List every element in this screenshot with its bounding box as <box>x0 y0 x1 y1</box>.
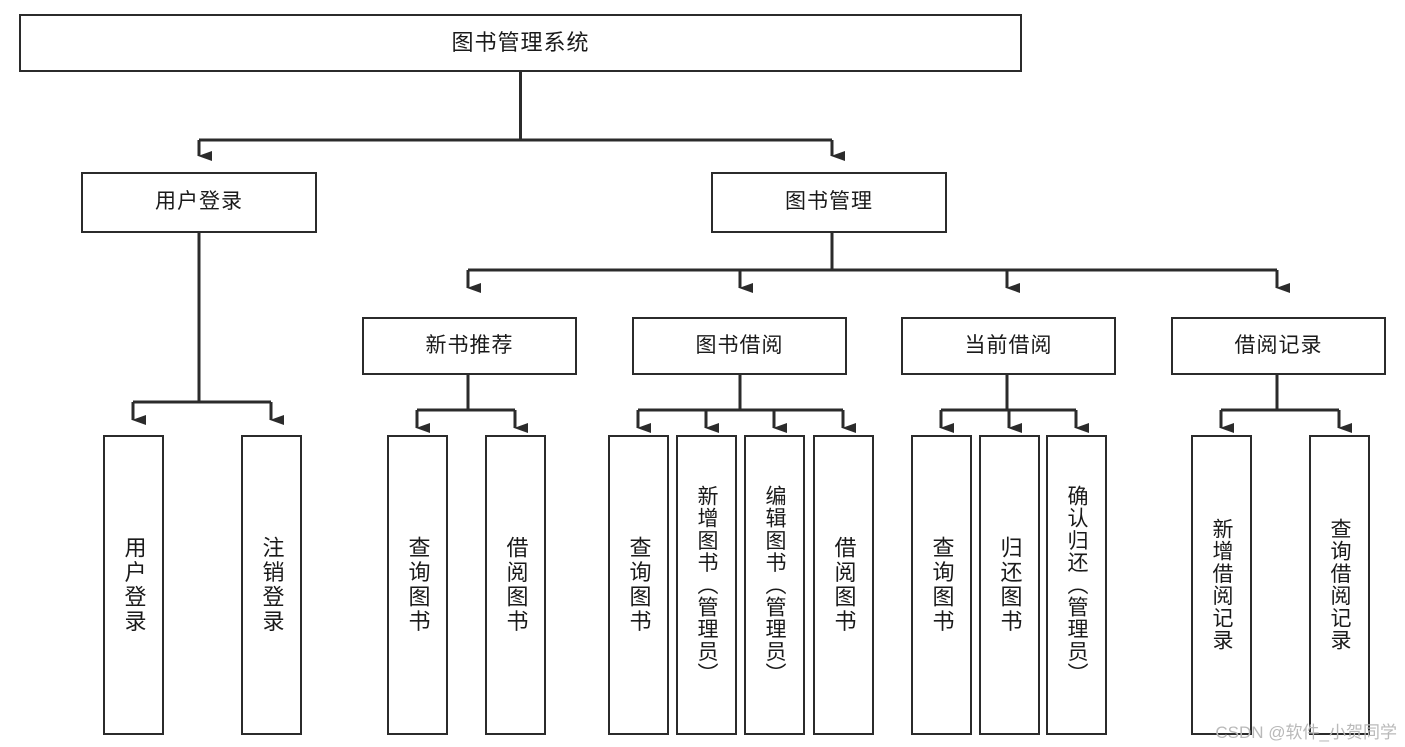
leaf-recommend-query-book-label: 查询图书 <box>405 536 431 634</box>
leaf-user-login-logout-label: 注销登录 <box>259 536 285 634</box>
node-book-borrow[interactable]: 图书借阅 <box>632 317 847 375</box>
node-user-login-label: 用户登录 <box>155 190 243 214</box>
leaf-recommend-borrow-book[interactable]: 借阅图书 <box>485 435 546 735</box>
node-book-management-label: 图书管理 <box>785 190 873 214</box>
leaf-borrow-add-book[interactable]: 新增图书（管理员） <box>676 435 737 735</box>
leaf-borrow-edit-book-label: 编辑图书（管理员） <box>763 485 786 685</box>
leaf-record-query-record-label: 查询借阅记录 <box>1328 518 1351 652</box>
leaf-borrow-query-book[interactable]: 查询图书 <box>608 435 669 735</box>
leaf-current-query-book-label: 查询图书 <box>929 536 955 634</box>
leaf-current-confirm-return[interactable]: 确认归还（管理员） <box>1046 435 1107 735</box>
leaf-current-confirm-return-label: 确认归还（管理员） <box>1065 485 1088 685</box>
node-borrow-record-label: 借阅记录 <box>1234 333 1323 357</box>
node-user-login[interactable]: 用户登录 <box>81 172 317 233</box>
leaf-borrow-query-book-label: 查询图书 <box>626 536 652 634</box>
leaf-borrow-add-book-label: 新增图书（管理员） <box>695 485 718 685</box>
leaf-current-return-book[interactable]: 归还图书 <box>979 435 1040 735</box>
node-book-management[interactable]: 图书管理 <box>711 172 947 233</box>
node-current-borrow-label: 当前借阅 <box>964 333 1053 357</box>
node-new-book-recommend[interactable]: 新书推荐 <box>362 317 577 375</box>
leaf-borrow-borrow-book-label: 借阅图书 <box>831 536 857 634</box>
leaf-record-add-record[interactable]: 新增借阅记录 <box>1191 435 1252 735</box>
leaf-borrow-edit-book[interactable]: 编辑图书（管理员） <box>744 435 805 735</box>
node-borrow-record[interactable]: 借阅记录 <box>1171 317 1386 375</box>
leaf-current-query-book[interactable]: 查询图书 <box>911 435 972 735</box>
node-root-label: 图书管理系统 <box>451 30 590 56</box>
leaf-current-return-book-label: 归还图书 <box>997 536 1023 634</box>
node-book-borrow-label: 图书借阅 <box>695 333 784 357</box>
csdn-watermark: CSDN @软件_小贺同学 <box>1215 723 1397 742</box>
leaf-user-login-login[interactable]: 用户登录 <box>103 435 164 735</box>
leaf-borrow-borrow-book[interactable]: 借阅图书 <box>813 435 874 735</box>
leaf-recommend-query-book[interactable]: 查询图书 <box>387 435 448 735</box>
leaf-user-login-logout[interactable]: 注销登录 <box>241 435 302 735</box>
node-root[interactable]: 图书管理系统 <box>19 14 1022 72</box>
leaf-user-login-login-label: 用户登录 <box>121 536 147 634</box>
node-new-book-recommend-label: 新书推荐 <box>425 333 514 357</box>
leaf-record-query-record[interactable]: 查询借阅记录 <box>1309 435 1370 735</box>
node-current-borrow[interactable]: 当前借阅 <box>901 317 1116 375</box>
leaf-recommend-borrow-book-label: 借阅图书 <box>503 536 529 634</box>
leaf-record-add-record-label: 新增借阅记录 <box>1210 518 1233 652</box>
